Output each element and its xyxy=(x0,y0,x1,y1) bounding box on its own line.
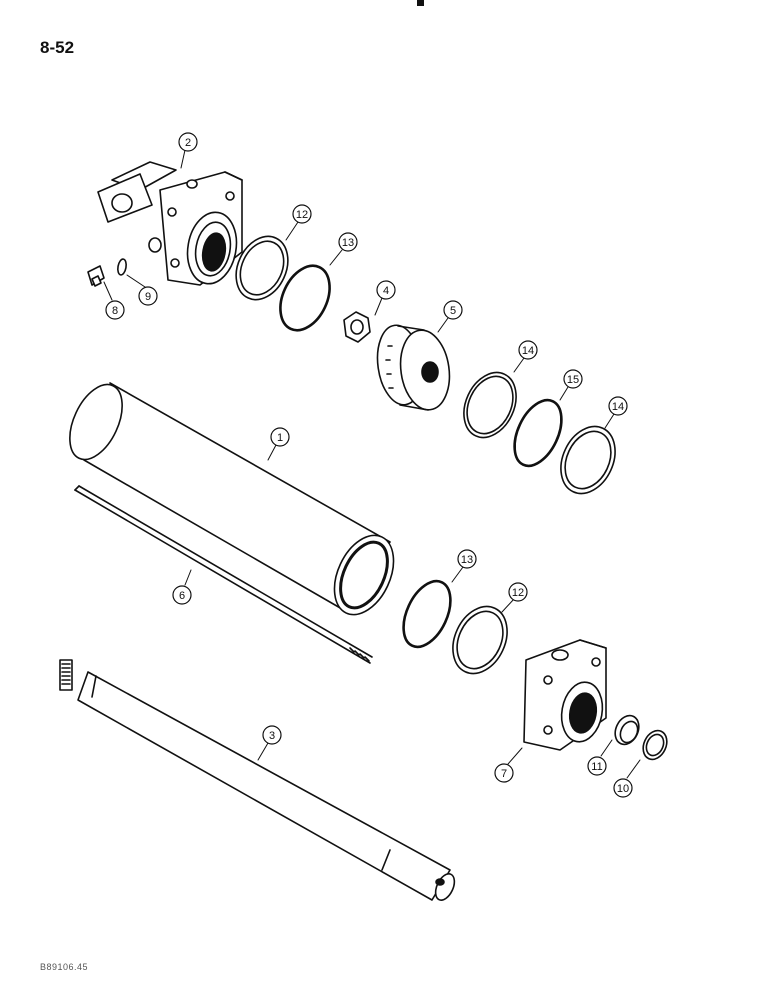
piston-o-ring xyxy=(513,398,563,468)
piston-ring-left xyxy=(463,371,517,439)
piston-ring-right xyxy=(560,425,616,495)
callout-circle xyxy=(518,340,538,360)
callout-14-left: 14 xyxy=(522,345,534,357)
callout-circle xyxy=(457,549,477,569)
callout-circle xyxy=(563,369,583,389)
callout-circle xyxy=(494,763,514,783)
callout-8: 8 xyxy=(112,305,118,317)
callout-11: 11 xyxy=(591,761,602,773)
figure-code: B89106.45 xyxy=(40,962,89,972)
callout-circle xyxy=(292,204,312,224)
o-ring-upper xyxy=(279,264,331,332)
callout-circle xyxy=(172,585,192,605)
callout-circle xyxy=(262,725,282,745)
callout-1: 1 xyxy=(277,432,283,444)
plug-o-ring xyxy=(117,258,127,276)
lock-nut xyxy=(343,311,371,343)
callout-2: 2 xyxy=(185,137,191,149)
callout-circle xyxy=(508,582,528,602)
backup-ring-upper xyxy=(235,235,289,301)
cylinder-barrel xyxy=(69,382,395,616)
callout-circle xyxy=(613,778,633,798)
tie-rod xyxy=(74,485,373,664)
page-number: 8-52 xyxy=(40,38,75,57)
wiper-seal xyxy=(642,729,668,761)
callout-circle xyxy=(270,427,290,447)
callout-circle xyxy=(138,286,158,306)
callout-7: 7 xyxy=(501,768,507,780)
callout-14-right: 14 xyxy=(612,401,624,413)
callout-4: 4 xyxy=(383,285,389,297)
callout-12-upper: 12 xyxy=(296,209,308,221)
callout-circle xyxy=(105,300,125,320)
callout-15: 15 xyxy=(567,374,579,386)
callout-circle xyxy=(587,756,607,776)
callout-12-lower: 12 xyxy=(512,587,524,599)
callout-13-upper: 13 xyxy=(342,237,354,249)
callout-circle xyxy=(376,280,396,300)
callout-3: 3 xyxy=(269,730,275,742)
callout-13-lower: 13 xyxy=(461,554,473,566)
cylinder-head xyxy=(523,639,607,751)
callout-9: 9 xyxy=(145,291,151,303)
piston xyxy=(376,324,451,411)
callout-5: 5 xyxy=(450,305,456,317)
callout-circle xyxy=(178,132,198,152)
callout-circle xyxy=(338,232,358,252)
top-edge-mark xyxy=(417,0,424,6)
callout-circle xyxy=(443,300,463,320)
callout-10: 10 xyxy=(617,783,629,795)
piston-rod xyxy=(59,659,456,901)
rod-seal xyxy=(614,714,640,746)
o-ring-lower xyxy=(402,579,452,649)
plug xyxy=(87,265,105,287)
callout-circle xyxy=(608,396,628,416)
backup-ring-lower xyxy=(452,605,508,675)
callout-6: 6 xyxy=(179,590,185,602)
cylinder-base xyxy=(97,161,243,286)
